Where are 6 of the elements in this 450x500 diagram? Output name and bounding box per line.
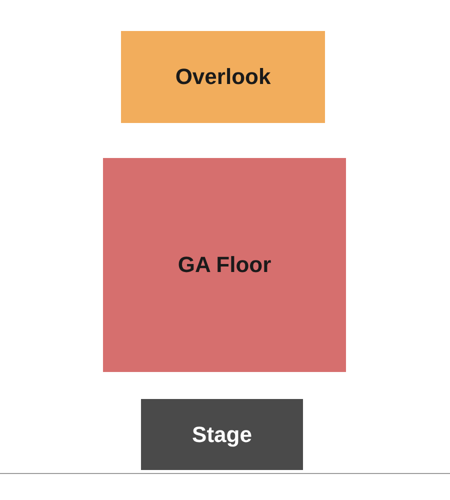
- section-label: GA Floor: [178, 252, 272, 278]
- section-label: Stage: [192, 422, 252, 448]
- section-label: Overlook: [175, 64, 271, 90]
- section-block: [103, 158, 346, 372]
- stage-block: [141, 399, 303, 470]
- section-block: [121, 31, 325, 123]
